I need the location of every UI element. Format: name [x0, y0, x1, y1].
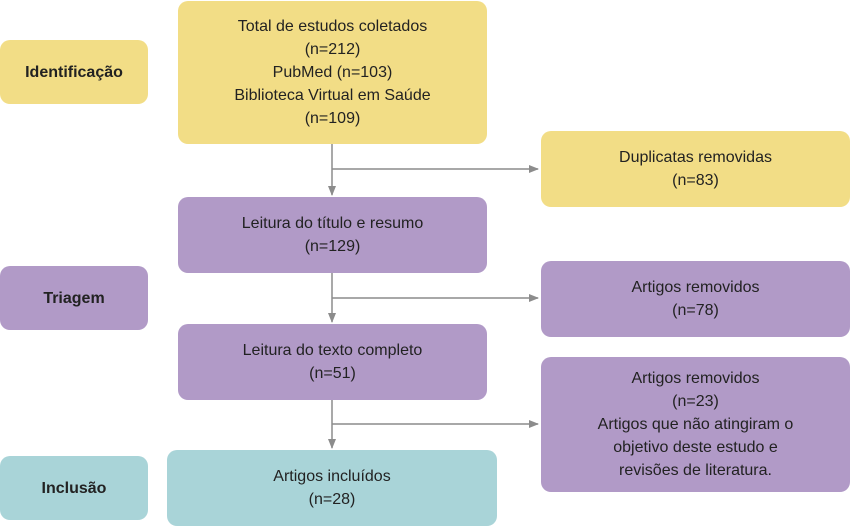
full-text-box: Leitura do texto completo (n=51)	[178, 324, 487, 400]
total-line-2: (n=212)	[304, 41, 361, 58]
duplicates-line-1: Duplicatas removidas	[619, 149, 772, 166]
total-studies-box: Total de estudos coletados (n=212) PubMe…	[178, 1, 487, 144]
full-text-line-2: (n=51)	[309, 365, 356, 382]
removed-articles-box-1: Artigos removidos (n=78)	[541, 261, 850, 337]
stage-identification-label: Identificação	[25, 63, 123, 81]
included-line-1: Artigos incluídos	[273, 468, 391, 485]
removed-1-line-2: (n=78)	[672, 302, 719, 319]
total-line-1: Total de estudos coletados	[237, 18, 428, 35]
total-line-4: Biblioteca Virtual em Saúde	[234, 87, 431, 104]
stage-inclusion: Inclusão	[0, 456, 148, 520]
title-abstract-line-2: (n=129)	[304, 238, 361, 255]
stage-screening: Triagem	[0, 266, 148, 330]
removed-2-line-3: Artigos que não atingiram o	[597, 416, 794, 433]
title-abstract-line-1: Leitura do título e resumo	[241, 215, 424, 232]
removed-2-line-5: revisões de literatura.	[619, 462, 772, 479]
duplicates-removed-box: Duplicatas removidas (n=83)	[541, 131, 850, 207]
removed-articles-box-2: Artigos removidos (n=23) Artigos que não…	[541, 357, 850, 492]
included-articles-box: Artigos incluídos (n=28)	[167, 450, 497, 526]
duplicates-line-2: (n=83)	[672, 172, 719, 189]
stage-screening-label: Triagem	[43, 289, 105, 307]
included-line-2: (n=28)	[308, 491, 356, 508]
removed-2-line-2: (n=23)	[672, 393, 719, 410]
removed-1-line-1: Artigos removidos	[631, 279, 760, 296]
total-line-5: (n=109)	[304, 110, 361, 127]
full-text-line-1: Leitura do texto completo	[242, 342, 423, 359]
stage-inclusion-label: Inclusão	[41, 479, 107, 497]
total-line-3: PubMed (n=103)	[272, 64, 393, 81]
title-abstract-box: Leitura do título e resumo (n=129)	[178, 197, 487, 273]
stage-identification: Identificação	[0, 40, 148, 104]
removed-2-line-1: Artigos removidos	[631, 370, 760, 387]
removed-2-line-4: objetivo deste estudo e	[613, 439, 778, 456]
